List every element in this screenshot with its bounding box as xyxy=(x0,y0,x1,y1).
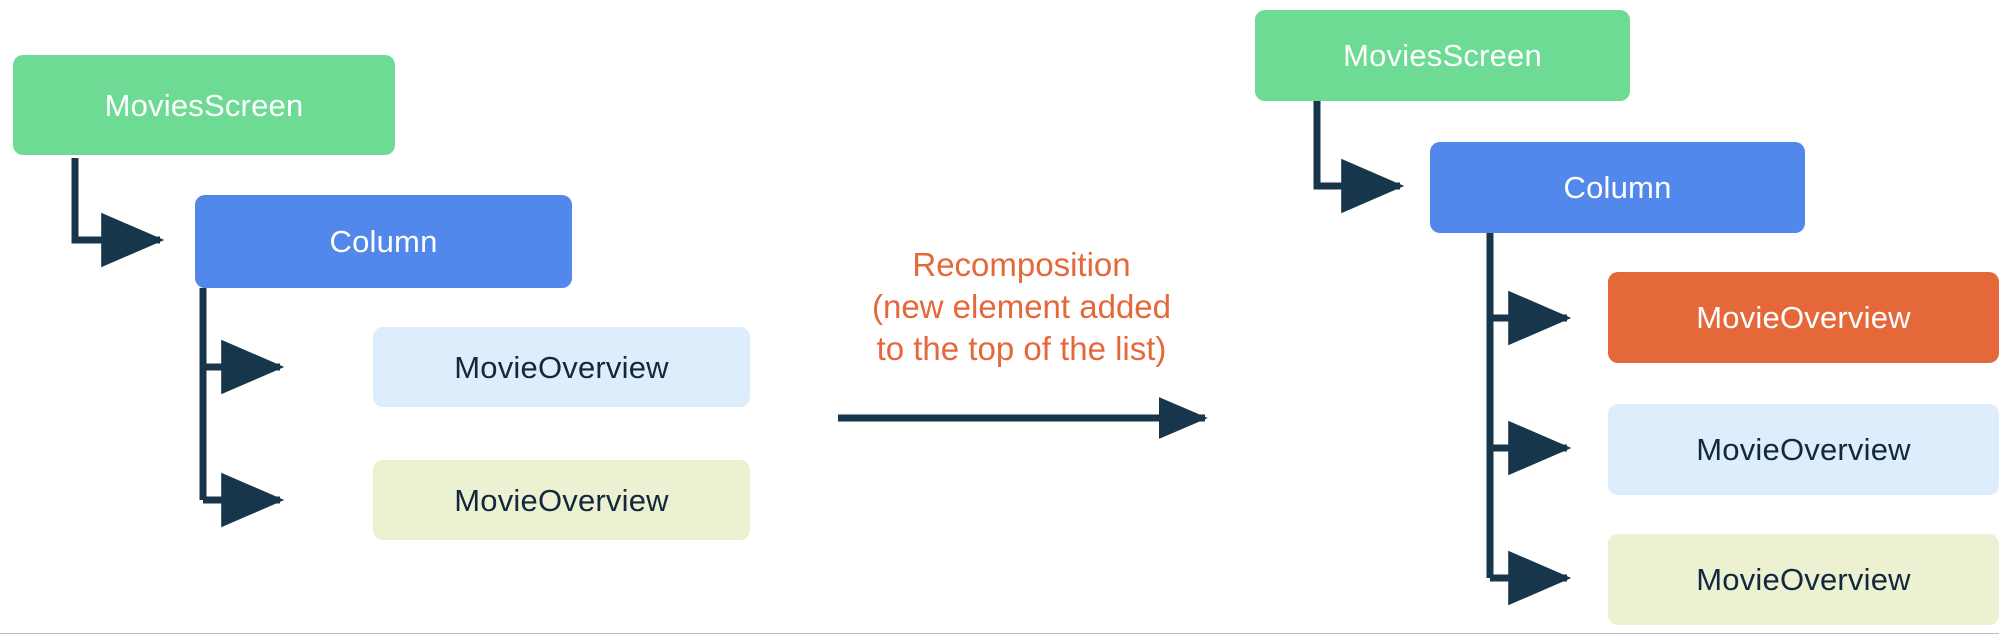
before-column-label: Column xyxy=(329,224,438,259)
after-movieoverview-node-3[interactable]: MovieOverview xyxy=(1608,534,1999,625)
after-moviesscreen-node[interactable]: MoviesScreen xyxy=(1255,10,1630,101)
before-movieoverview-label-2: MovieOverview xyxy=(454,482,669,518)
before-moviesscreen-node[interactable]: MoviesScreen xyxy=(13,55,395,155)
edge-right-column-to-items xyxy=(1486,233,1572,606)
after-movieoverview-label-1: MovieOverview xyxy=(1696,300,1911,335)
before-movieoverview-node-1[interactable]: MovieOverview xyxy=(373,327,750,407)
edge-left-screen-to-column xyxy=(71,158,165,268)
after-column-node[interactable]: Column xyxy=(1430,142,1805,233)
after-movieoverview-node-2[interactable]: MovieOverview xyxy=(1608,404,1999,495)
bottom-divider xyxy=(0,633,1999,634)
after-movieoverview-label-3: MovieOverview xyxy=(1696,562,1911,597)
before-movieoverview-label-1: MovieOverview xyxy=(454,349,669,385)
recomposition-caption: Recomposition (new element added to the … xyxy=(871,246,1172,367)
before-column-node[interactable]: Column xyxy=(195,195,572,288)
edge-right-screen-to-column xyxy=(1313,101,1405,214)
after-column-label: Column xyxy=(1563,170,1672,205)
before-movieoverview-node-2[interactable]: MovieOverview xyxy=(373,460,750,540)
before-moviesscreen-label: MoviesScreen xyxy=(104,87,304,123)
after-movieoverview-node-1[interactable]: MovieOverview xyxy=(1608,272,1999,363)
after-moviesscreen-label: MoviesScreen xyxy=(1343,38,1542,73)
after-movieoverview-label-2: MovieOverview xyxy=(1696,432,1911,467)
edge-left-column-to-items xyxy=(199,288,285,528)
